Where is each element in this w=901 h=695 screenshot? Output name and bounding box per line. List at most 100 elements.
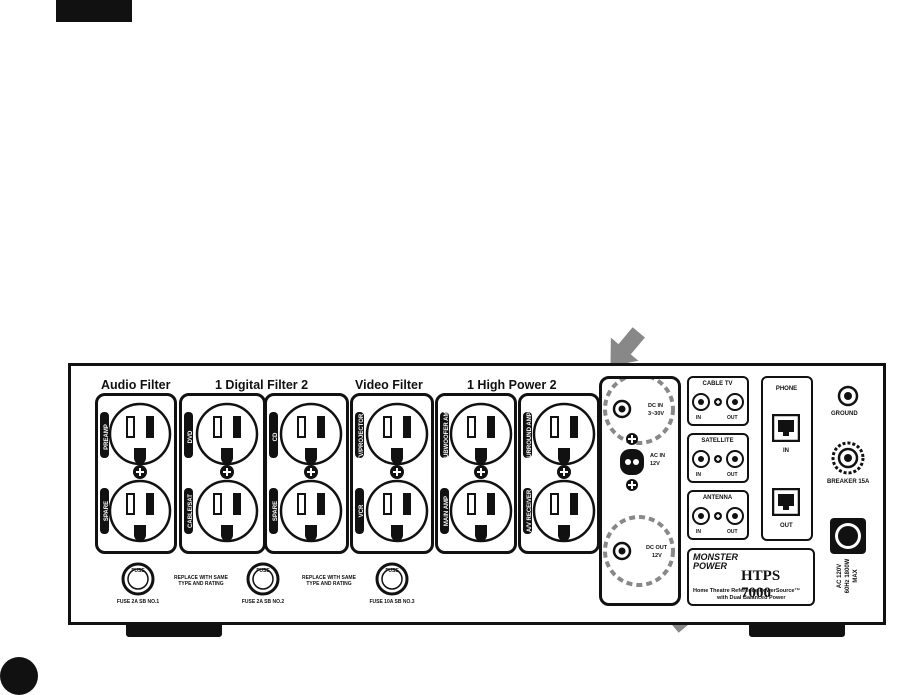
outlet-bottom[interactable] (532, 479, 596, 543)
ground-screw-icon (474, 465, 488, 479)
power-cord-inlet[interactable] (828, 516, 868, 556)
coax-out-jack[interactable] (726, 450, 744, 468)
chassis-foot-left (126, 625, 222, 637)
ac-in-voltage: 12V (650, 461, 660, 467)
page-number-circle (0, 657, 38, 695)
coax-in-label: IN (696, 415, 701, 421)
circuit-breaker[interactable] (831, 441, 865, 475)
page-tab-marker (56, 0, 132, 22)
outlet-module-6: SURROUND AMP A/V RECEIVER (518, 393, 600, 554)
dc-ac-module: DC IN 3~30V AC IN 12V DC OUT 12V (599, 376, 681, 606)
outlet-bottom[interactable] (365, 479, 429, 543)
brand-line-2: with Dual Balanced Power (717, 595, 786, 601)
fuse-caption-3: FUSE 10A SB NO.3 (369, 599, 415, 605)
coax-out-jack[interactable] (726, 507, 744, 525)
ac-rating-label: AC 120V 60Hz 1800W MAX (837, 558, 859, 594)
ground-screw-icon (304, 465, 318, 479)
outlet-label-top: SUBWOOFER AMP (444, 407, 450, 462)
cable-tv-label: CABLE TV (702, 381, 733, 387)
satellite-label: SATELLITE (701, 438, 734, 444)
brand-plate: MONSTER POWER HTPS 7000 Home Theatre Ref… (687, 548, 815, 606)
callout-circle-dc-out (603, 515, 675, 587)
antenna-label: ANTENNA (702, 495, 733, 501)
power-conditioner-back-panel: Audio Filter 1 Digital Filter 2 Video Fi… (68, 363, 886, 625)
outlet-label-bottom: VCR (359, 504, 365, 518)
replace-note-1: REPLACE WITH SAME TYPE AND RATING (174, 575, 228, 587)
ground-label: GROUND (831, 411, 858, 417)
phone-in-label: IN (783, 448, 789, 454)
outlet-label-top: DVD (188, 430, 194, 444)
coax-out-label: OUT (727, 415, 738, 421)
coax-connectors (692, 450, 744, 468)
fuse-label: FUSE (131, 568, 145, 574)
phone-module: PHONE IN OUT (761, 376, 813, 541)
coax-in-jack[interactable] (692, 507, 710, 525)
outlet-label-top: TV/PROJECTOR (359, 413, 365, 461)
outlet-label-bottom: MAIN AMP (444, 495, 450, 527)
rj11-jack-out[interactable] (772, 488, 800, 516)
outlet-top[interactable] (532, 402, 596, 466)
logo-line-2: POWER (693, 561, 728, 571)
outlet-bottom[interactable] (108, 479, 172, 543)
outlet-top[interactable] (449, 402, 513, 466)
outlet-label-top: PREAMP (104, 424, 110, 450)
fuse-label: FUSE (385, 568, 399, 574)
outlet-bottom[interactable] (279, 479, 343, 543)
coax-connectors (692, 393, 744, 411)
brand-line-1: Home Theatre Reference PowerSource™ (693, 588, 800, 594)
fuse-icon (121, 562, 155, 596)
dc-in-range: 3~30V (648, 411, 665, 417)
fuse-holder-3[interactable]: FUSE (375, 562, 409, 596)
cable-tv-module: CABLE TV IN OUT (687, 376, 749, 426)
ground-screw-icon (557, 465, 571, 479)
coax-in-jack[interactable] (692, 393, 710, 411)
coax-in-label: IN (696, 472, 701, 478)
coax-out-label: OUT (727, 472, 738, 478)
fuse-label: FUSE (256, 568, 270, 574)
coax-out-jack[interactable] (726, 393, 744, 411)
duplex-outlet (184, 402, 259, 543)
chassis-foot-right (749, 625, 845, 637)
fuse-holder-1[interactable]: FUSE (121, 562, 155, 596)
model-name: HTPS 7000 (741, 568, 781, 601)
outlet-top[interactable] (365, 402, 429, 466)
duplex-outlet (100, 402, 172, 543)
ground-terminal[interactable] (837, 385, 859, 407)
outlet-label-bottom: SPARE (273, 500, 279, 522)
fuse-icon (375, 562, 409, 596)
ground-screw-icon (390, 465, 404, 479)
antenna-module: ANTENNA IN OUT (687, 490, 749, 540)
duplex-outlet (355, 402, 429, 543)
outlet-top[interactable] (108, 402, 172, 466)
dc-in-label: DC IN (648, 403, 663, 409)
duplex-outlet (523, 402, 596, 543)
coax-out-label: OUT (727, 529, 738, 535)
satellite-module: SATELLITE IN OUT (687, 433, 749, 483)
duplex-outlet (269, 402, 343, 543)
outlet-bottom[interactable] (449, 479, 513, 543)
breaker-label: BREAKER 15A (827, 479, 870, 485)
ground-screw-icon (133, 465, 147, 479)
high-power-header: 1 High Power 2 (467, 378, 557, 392)
rj11-jack-in[interactable] (772, 414, 800, 442)
logo-line-1: MONSTER (693, 552, 738, 562)
digital-filter-header: 1 Digital Filter 2 (215, 378, 309, 392)
monster-power-logo: MONSTER POWER (693, 553, 738, 571)
fuse-caption-1: FUSE 2A SB NO.1 (116, 599, 160, 605)
outlet-top[interactable] (279, 402, 343, 466)
outlet-module-1: PREAMP SPARE (95, 393, 177, 554)
fuse-icon (246, 562, 280, 596)
fuse-holder-2[interactable]: FUSE (246, 562, 280, 596)
dc-out-label: DC OUT (646, 545, 668, 551)
ground-screw-icon (220, 465, 234, 479)
fuse-caption-2: FUSE 2A SB NO.2 (241, 599, 285, 605)
outlet-top[interactable] (195, 402, 259, 466)
coax-in-label: IN (696, 529, 701, 535)
outlet-bottom[interactable] (195, 479, 259, 543)
phone-out-label: OUT (780, 523, 793, 529)
coax-in-jack[interactable] (692, 450, 710, 468)
outlet-module-5: SUBWOOFER AMP MAIN AMP (435, 393, 517, 554)
audio-filter-header: Audio Filter (101, 378, 171, 392)
arrow-down-icon (610, 327, 645, 367)
video-filter-header: Video Filter (355, 378, 423, 392)
